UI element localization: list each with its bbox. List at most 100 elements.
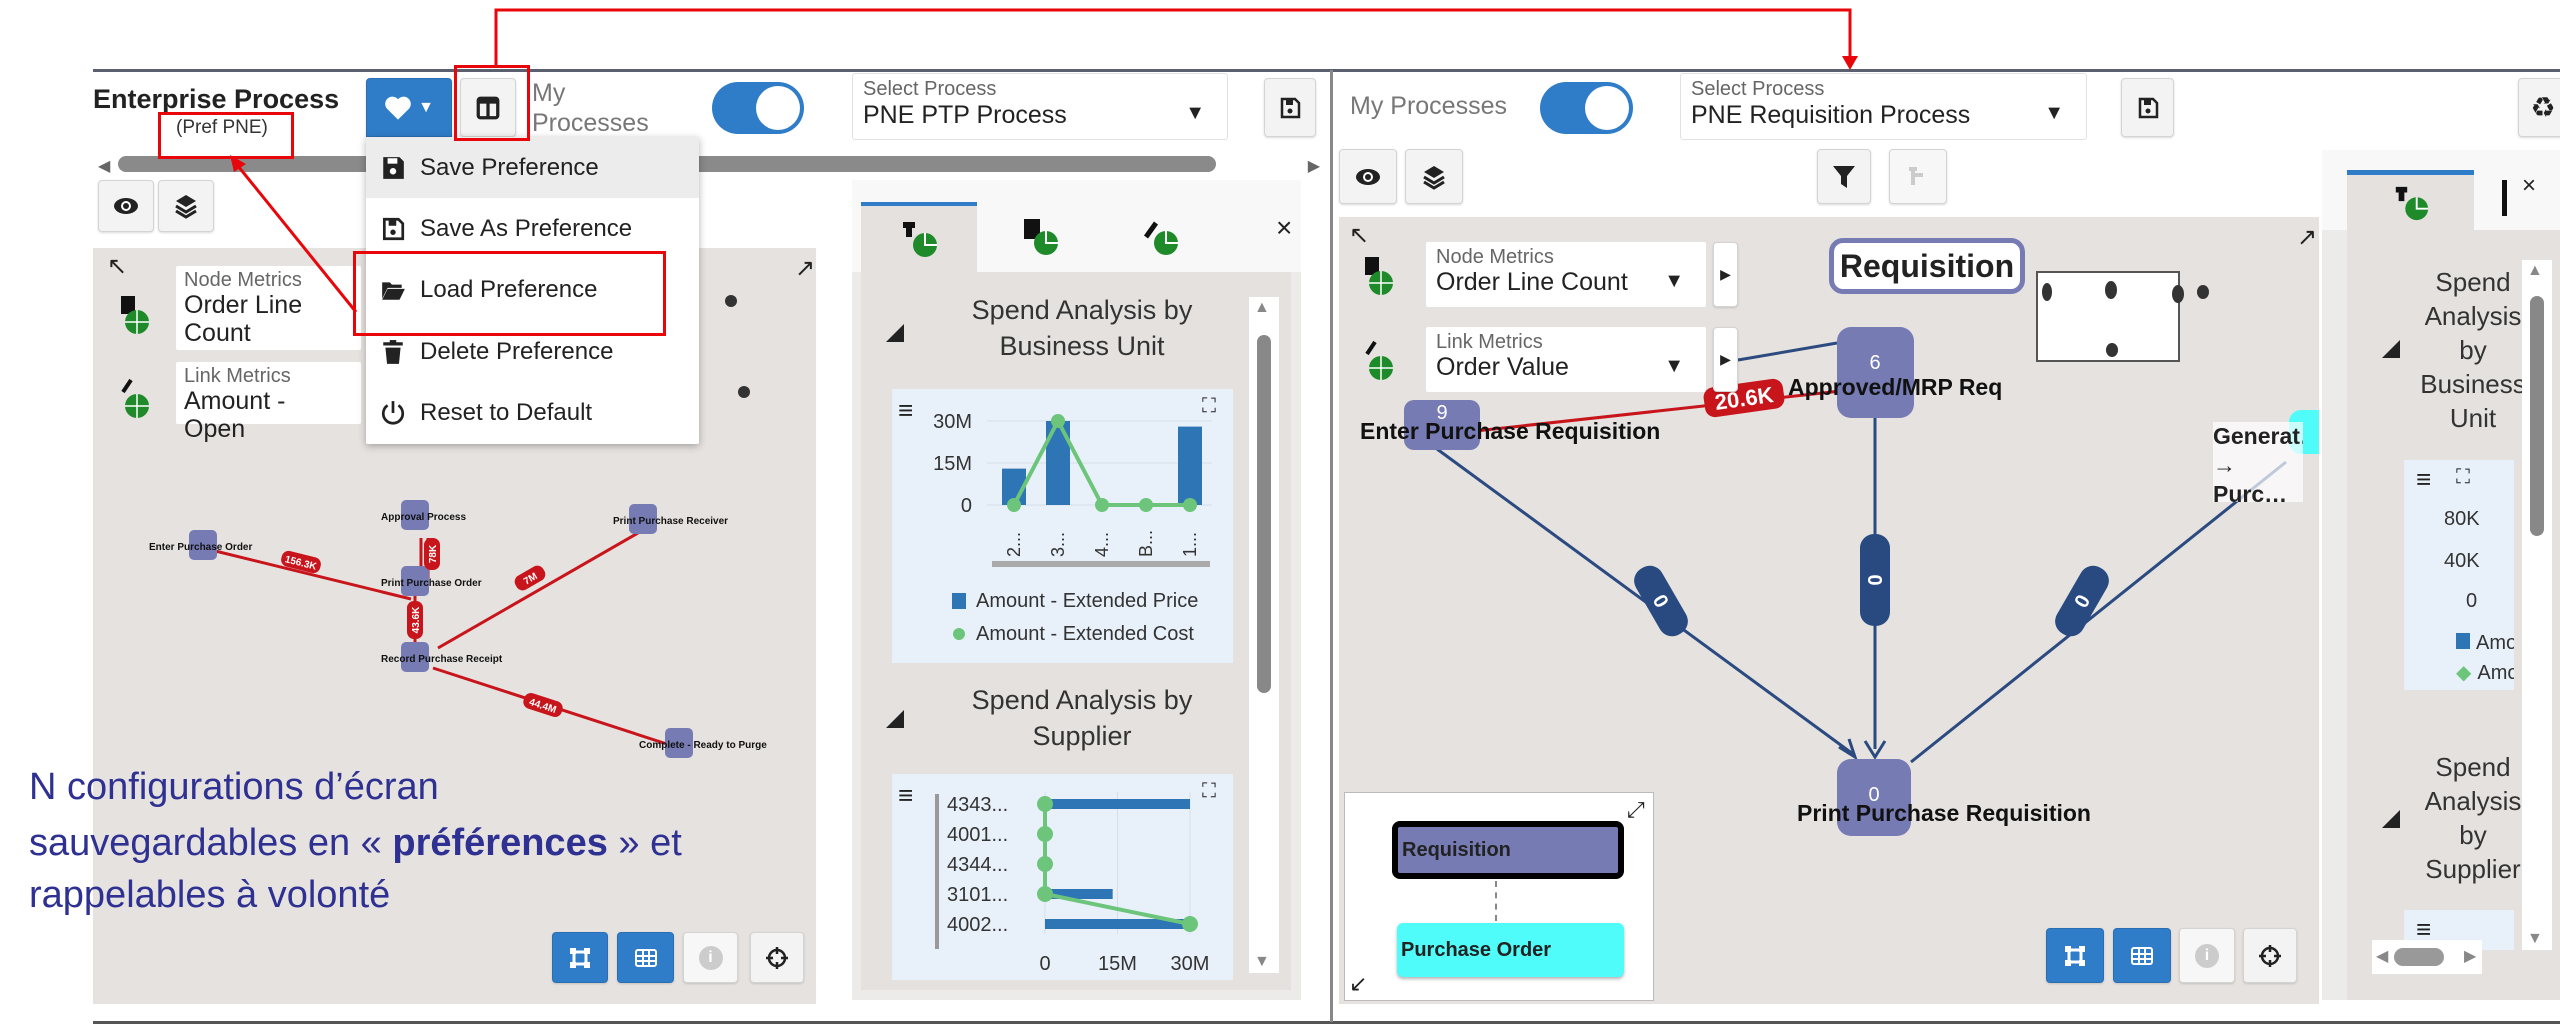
collapse-triangle-icon[interactable] [2382, 810, 2400, 828]
grid-view-button[interactable] [2113, 928, 2171, 983]
legend-requisition[interactable]: Requisition [1392, 821, 1624, 879]
node-label: Generat… → Purc… [2213, 422, 2303, 502]
link-metrics-select[interactable]: Link Metrics Order Value ▼ [1426, 327, 1706, 392]
collapse-icon[interactable]: ↙ [1349, 971, 1368, 996]
visibility-button[interactable] [98, 180, 154, 232]
scrollbar-thumb[interactable] [2394, 948, 2444, 966]
fit-view-button[interactable] [2046, 928, 2104, 983]
fit-view-button[interactable] [552, 932, 608, 983]
link-metrics-select[interactable]: Link Metrics Amount - Open [176, 362, 361, 443]
recycle-button[interactable]: ♻ [2518, 78, 2560, 137]
fullscreen-icon[interactable]: ⛶ [1202, 395, 1216, 417]
node-metrics-next-button[interactable]: ▶ [1713, 242, 1738, 307]
info-button[interactable]: i [683, 932, 738, 983]
legend-item[interactable]: Amount - Extended Price [2456, 632, 2514, 655]
graph-node[interactable] [1837, 327, 1914, 418]
legend-label: Amount - Extended Price [976, 590, 1198, 612]
graph-node[interactable] [629, 504, 657, 534]
node-metrics-label: Node Metrics [184, 269, 302, 291]
menu-item-delete-preference[interactable]: Delete Preference [366, 321, 699, 382]
graph-node[interactable] [401, 566, 429, 596]
select-process-dropdown[interactable]: Select Process PNE PTP Process ▼ [852, 73, 1228, 140]
graph-edge[interactable] [1910, 460, 2287, 764]
node-metrics-select[interactable]: Node Metrics Order Line Count ▼ [1426, 242, 1706, 307]
node-count: 9 [1436, 402, 1447, 424]
save-button[interactable] [1264, 78, 1316, 137]
scroll-up-icon[interactable]: ▲ [1254, 299, 1270, 316]
menu-icon[interactable]: ≡ [2416, 464, 2432, 494]
save-button[interactable] [2121, 78, 2174, 137]
visibility-button[interactable] [1339, 149, 1397, 204]
my-processes-toggle[interactable] [712, 82, 804, 134]
overview-minimap[interactable] [2036, 271, 2184, 362]
scrollbar-thumb[interactable] [2530, 296, 2544, 536]
scrollbar-thumb[interactable] [1257, 335, 1271, 693]
center-button[interactable] [750, 932, 804, 983]
menu-item-load-preference[interactable]: Load Preference [366, 260, 699, 321]
scroll-down-icon[interactable]: ▼ [1254, 953, 1270, 970]
expand-icon[interactable]: ⤢ [1627, 797, 1645, 822]
graph-node[interactable] [401, 642, 429, 672]
filter-button[interactable] [1817, 149, 1871, 204]
center-button[interactable] [2243, 928, 2297, 983]
graph-edge[interactable] [202, 546, 412, 601]
graph-edge[interactable] [437, 531, 639, 650]
tab-node-analytics[interactable] [982, 202, 1098, 272]
menu-icon[interactable]: ≡ [898, 395, 914, 425]
chart-spend-by-business-unit[interactable]: ≡ ⛶ 80K 40K 0 Amount - Extended Price ◆A… [2404, 460, 2514, 690]
info-button[interactable]: i [2179, 928, 2235, 983]
my-processes-toggle[interactable] [1540, 82, 1633, 134]
eye-icon [1356, 168, 1380, 185]
fullscreen-icon[interactable]: ⛶ [2456, 466, 2470, 488]
y-tick-label: 15M [933, 453, 972, 475]
link-metrics-next-button[interactable]: ▶ [1713, 327, 1738, 392]
tab-process-analytics[interactable] [2347, 170, 2474, 230]
graph-edge[interactable] [1737, 341, 1838, 362]
menu-item-save-as-preference[interactable]: Save As Preference [366, 198, 699, 259]
layers-button[interactable] [158, 180, 214, 232]
menu-item-reset-to-default[interactable]: Reset to Default [366, 383, 699, 444]
graph-node[interactable] [1837, 759, 1911, 836]
menu-icon[interactable]: ≡ [898, 780, 914, 810]
analytics-side-panel: × Spend Analysis by Business Unit ≡ ⛶ 80… [2322, 150, 2560, 1000]
layout-button[interactable] [460, 78, 516, 137]
node-metrics-select[interactable]: Node Metrics Order Line Count [176, 266, 361, 350]
legend-purchase-order[interactable]: Purchase Order [1397, 923, 1624, 977]
grid-view-button[interactable] [617, 932, 674, 983]
menu-item-save-preference[interactable]: Save Preference [366, 137, 699, 199]
graph-node[interactable] [401, 500, 429, 530]
hierarchy-button[interactable] [1889, 149, 1947, 204]
scroll-left-icon[interactable]: ◀ [98, 158, 111, 175]
graph-node[interactable] [665, 728, 693, 758]
node-label: Approval Process [381, 512, 466, 523]
expand-icon[interactable]: ↗ [795, 255, 816, 282]
layers-button[interactable] [1405, 149, 1463, 204]
vertical-scrollbar[interactable]: ▲ ▼ [2522, 260, 2552, 950]
select-process-dropdown[interactable]: Select Process PNE Requisition Process ▼ [1680, 73, 2087, 140]
graph-node[interactable] [189, 530, 217, 560]
collapse-icon[interactable]: ↖ [107, 253, 128, 280]
collapse-triangle-icon[interactable] [886, 710, 904, 728]
expand-icon[interactable]: ↗ [2297, 224, 2318, 251]
legend-item[interactable]: ◆Amount - Extended Cost [2456, 662, 2514, 684]
fullscreen-icon[interactable]: ⛶ [1202, 780, 1216, 802]
collapse-triangle-icon[interactable] [886, 324, 904, 342]
collapse-triangle-icon[interactable] [2382, 340, 2400, 358]
process-graph-canvas[interactable]: 20.6K 0 0 0 9 6 0 Enter Purchase Requisi… [1339, 217, 2319, 1004]
preferences-button[interactable]: ▼ [366, 78, 452, 137]
collapse-icon[interactable]: ↖ [1349, 222, 1370, 249]
close-icon[interactable]: × [2522, 172, 2537, 199]
tab-process-analytics[interactable] [861, 202, 977, 272]
scroll-right-icon[interactable]: ▶ [1307, 158, 1320, 175]
section-title: Spend Analysis by Business Unit [2420, 267, 2526, 433]
graph-node[interactable] [1404, 400, 1480, 450]
close-icon[interactable]: × [1276, 212, 1293, 243]
tab-node-analytics[interactable] [2502, 180, 2507, 216]
data-point [1051, 414, 1065, 428]
tab-link-analytics[interactable] [1102, 202, 1218, 272]
link-metrics-icon [121, 378, 149, 418]
horizontal-scrollbar[interactable]: ◀ ▶ [2372, 940, 2482, 974]
vertical-scrollbar[interactable]: ▲ ▼ [1249, 297, 1279, 973]
